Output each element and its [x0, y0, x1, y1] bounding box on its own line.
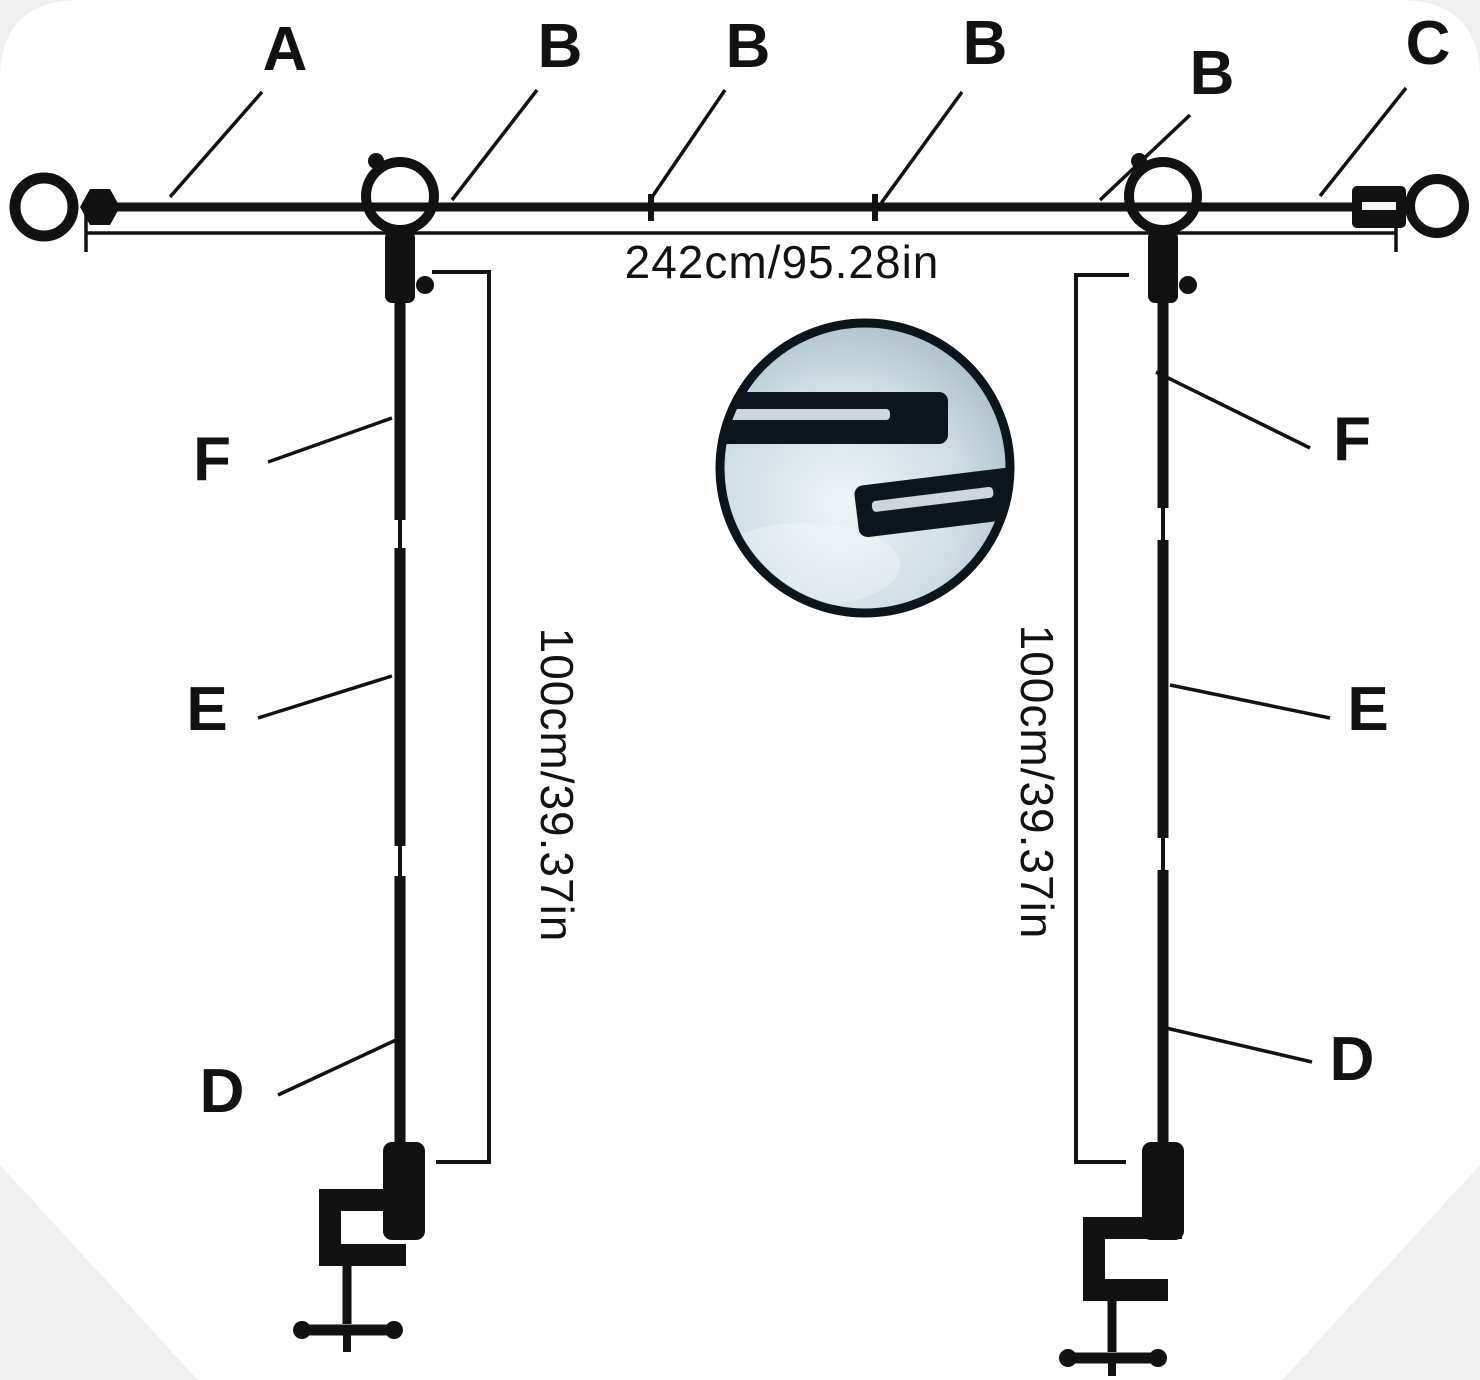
eye-bolt-right-slit — [1362, 202, 1396, 210]
eye-bolt-right-ring — [1405, 174, 1469, 238]
table-clamp-right-receiver — [1142, 1142, 1184, 1240]
leader-line-d-left — [277, 1038, 397, 1097]
label-d-left: D — [200, 1057, 245, 1126]
ring-clamp-right-knob — [1179, 276, 1197, 294]
leader-line-f-left — [267, 416, 393, 464]
detail-rod-lower-slot — [871, 486, 994, 512]
dimension-width-label: 242cm/95.28in — [625, 236, 940, 288]
label-b-4: B — [1190, 39, 1235, 108]
leader-line-e-right — [1169, 683, 1331, 720]
leader-line-f-right — [1155, 370, 1311, 450]
label-c: C — [1406, 9, 1451, 78]
label-a: A — [263, 15, 308, 84]
label-e-left: E — [186, 675, 227, 744]
labels-group: A B B B B C F F E E D D 242cm/95.28in 10… — [186, 9, 1450, 1126]
label-f-left: F — [193, 425, 231, 494]
detail-photo-inset — [715, 318, 1015, 618]
eye-bolt-left-ring — [9, 172, 79, 242]
label-b-2: B — [726, 12, 771, 81]
ring-clamp-left — [361, 157, 439, 235]
dimension-height-right-bracket — [1074, 273, 1129, 1164]
ring-clamp-left-bolt — [368, 153, 384, 169]
label-b-1: B — [538, 12, 583, 81]
leader-line-b3 — [872, 90, 964, 215]
table-clamp-left-handle-knob-2 — [385, 1321, 403, 1339]
leader-line-d-right — [1165, 1026, 1313, 1064]
dimension-height-right-label: 100cm/39.37in — [1011, 625, 1063, 940]
table-clamp-left — [293, 1142, 425, 1352]
table-clamp-right — [1059, 1142, 1184, 1376]
label-f-right: F — [1333, 405, 1371, 474]
label-e-right: E — [1347, 675, 1388, 744]
leader-line-a — [168, 90, 264, 199]
ring-clamp-left-knob — [416, 276, 434, 294]
leader-line-b4 — [1098, 113, 1192, 202]
leader-line-b2 — [648, 89, 727, 201]
eye-bolt-left-nut — [80, 189, 120, 225]
table-clamp-left-frame — [319, 1189, 420, 1266]
ring-clamp-right-body — [1148, 231, 1178, 303]
line-art-group — [9, 86, 1469, 1376]
ring-clamp-left-body — [385, 231, 415, 303]
dimension-height-left-bracket — [432, 270, 491, 1164]
detail-rod-upper-slot — [724, 409, 890, 420]
table-clamp-left-handle-knob-1 — [293, 1321, 311, 1339]
dimension-height-left-label: 100cm/39.37in — [531, 628, 583, 943]
leader-line-c — [1318, 86, 1408, 198]
ring-clamp-right — [1124, 157, 1202, 235]
table-clamp-right-handle-knob-2 — [1149, 1349, 1167, 1367]
table-clamp-right-frame — [1083, 1217, 1182, 1301]
label-b-3: B — [963, 9, 1008, 78]
leader-line-e-left — [257, 674, 393, 720]
label-d-right: D — [1330, 1025, 1375, 1094]
table-clamp-right-handle-knob-1 — [1059, 1349, 1077, 1367]
leader-line-b1 — [450, 88, 539, 202]
